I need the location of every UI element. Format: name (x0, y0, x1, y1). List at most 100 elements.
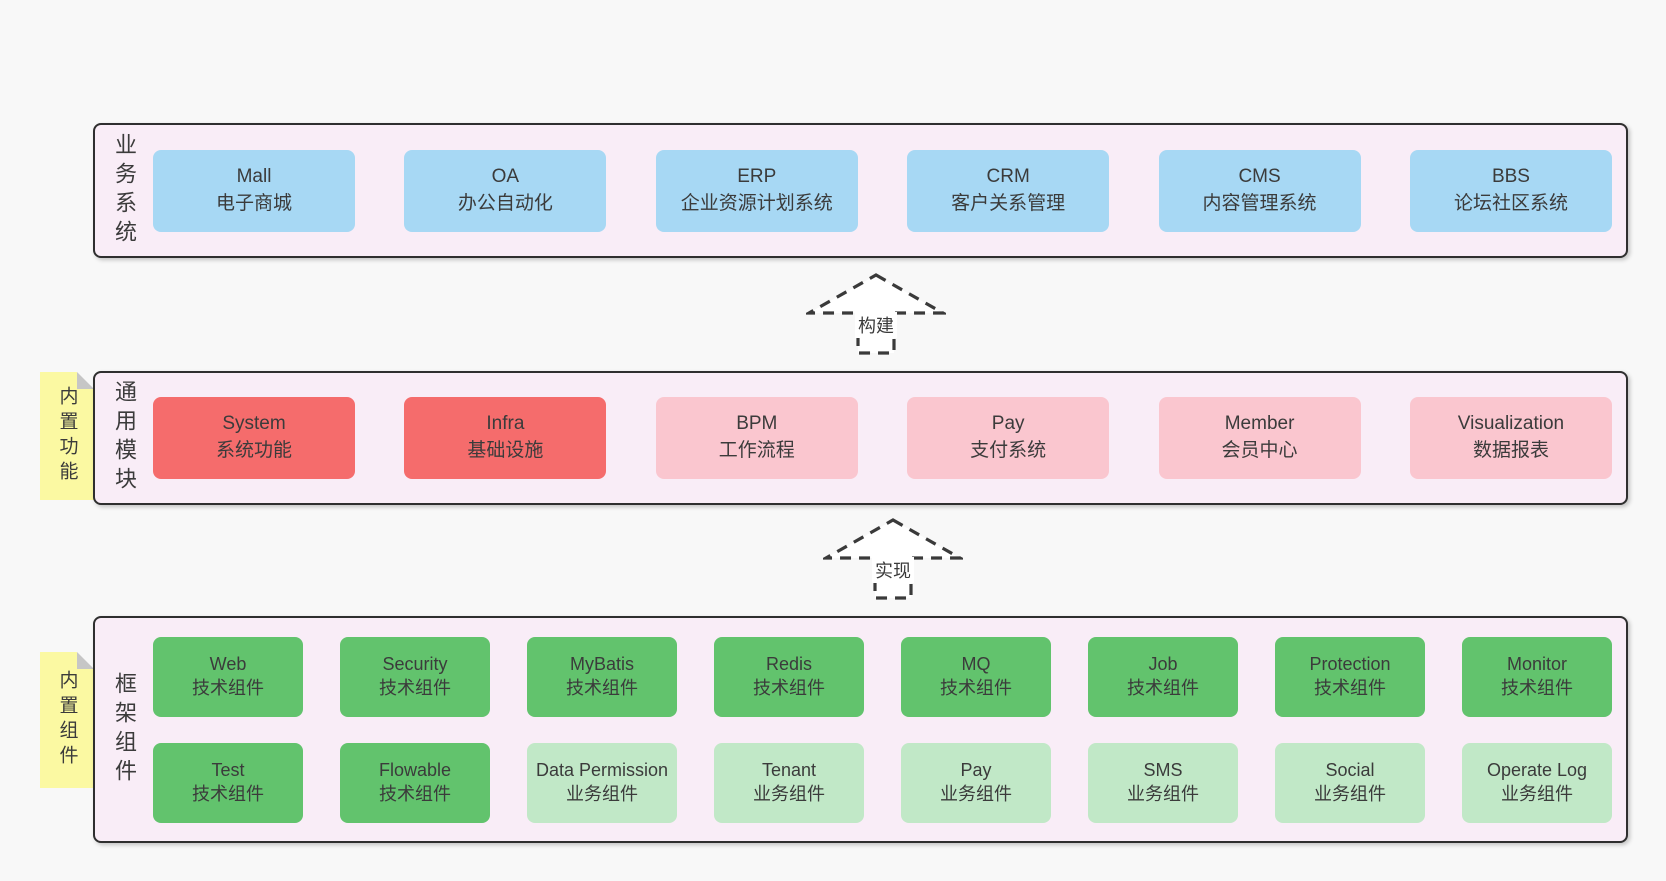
box-title: Test (211, 759, 245, 780)
box-subtitle: 论坛社区系统 (1453, 192, 1568, 214)
box-title: Monitor (1506, 653, 1568, 674)
box-mq: MQ 技术组件 (901, 636, 1051, 717)
box-title: Web (209, 653, 247, 674)
box-web: Web 技术组件 (153, 636, 303, 717)
box-title: Infra (486, 413, 525, 435)
box-erp: ERP 企业资源计划系统 (655, 149, 858, 232)
layer-label-common-modules: 通用模块 (112, 380, 137, 496)
implement-arrow: 实现 (823, 517, 963, 601)
box-subtitle: 技术组件 (753, 677, 825, 698)
box-subtitle: 技术组件 (379, 677, 451, 698)
box-subtitle: 技术组件 (566, 677, 638, 698)
box-subtitle: 客户关系管理 (951, 192, 1066, 214)
box-title: Protection (1309, 653, 1391, 674)
box-subtitle: 技术组件 (192, 783, 264, 804)
box-flowable: Flowable 技术组件 (340, 742, 490, 823)
sticky-note-label: 内置功能 (56, 386, 78, 486)
box-subtitle: 电子商城 (215, 192, 292, 214)
box-title: CMS (1238, 165, 1281, 187)
box-subtitle: 技术组件 (1501, 677, 1573, 698)
box-subtitle: 数据报表 (1472, 440, 1549, 461)
box-subtitle: 业务组件 (566, 783, 638, 804)
box-title: Redis (765, 653, 813, 674)
box-title: Pay (991, 413, 1025, 435)
box-subtitle: 技术组件 (192, 677, 264, 698)
box-cms: CMS 内容管理系统 (1158, 149, 1361, 232)
box-protection: Protection 技术组件 (1275, 636, 1425, 717)
box-mybatis: MyBatis 技术组件 (527, 636, 677, 717)
box-job: Job 技术组件 (1088, 636, 1238, 717)
box-title: BBS (1491, 165, 1530, 187)
box-redis: Redis 技术组件 (714, 636, 864, 717)
sticky-note-built-in-functions: 内置功能 (40, 372, 94, 500)
box-visualization: Visualization 数据报表 (1409, 397, 1612, 479)
box-title: Tenant (761, 759, 817, 780)
layer-label-business-systems: 业务系统 (112, 132, 137, 249)
box-subtitle: 业务组件 (1501, 783, 1573, 804)
box-bbs: BBS 论坛社区系统 (1409, 149, 1612, 232)
box-system: System 系统功能 (153, 397, 355, 479)
box-title: MQ (961, 653, 991, 674)
box-title: Security (382, 653, 448, 674)
box-title: CRM (986, 165, 1030, 187)
box-subtitle: 企业资源计划系统 (680, 192, 833, 214)
box-title: Social (1325, 759, 1375, 780)
box-subtitle: 技术组件 (379, 783, 451, 804)
framework-row-2: Test 技术组件 Flowable 技术组件 Data Permission … (153, 742, 1612, 823)
layer-common-modules: 通用模块 System 系统功能 Infra 基础设施 BPM 工作流程 Pay… (93, 371, 1628, 505)
box-subtitle: 业务组件 (1127, 783, 1199, 804)
box-subtitle: 业务组件 (753, 783, 825, 804)
box-infra: Infra 基础设施 (404, 397, 607, 479)
business-boxes-row: Mall 电子商城 OA 办公自动化 ERP 企业资源计划系统 CRM 客户关系… (153, 125, 1626, 256)
box-title: MyBatis (569, 653, 634, 674)
box-sms: SMS 业务组件 (1088, 742, 1238, 823)
box-oa: OA 办公自动化 (404, 149, 607, 232)
box-tenant: Tenant 业务组件 (714, 742, 864, 823)
box-subtitle: 技术组件 (940, 677, 1012, 698)
box-monitor: Monitor 技术组件 (1462, 636, 1612, 717)
box-title: Job (1148, 653, 1178, 674)
box-title: ERP (737, 165, 777, 187)
framework-boxes-grid: Web 技术组件 Security 技术组件 MyBatis 技术组件 Redi… (153, 618, 1626, 841)
box-subtitle: 技术组件 (1127, 677, 1199, 698)
box-subtitle: 技术组件 (1314, 677, 1386, 698)
layer-label-framework-components: 框架组件 (112, 671, 137, 788)
box-title: Flowable (378, 759, 452, 780)
box-title: Mall (236, 165, 272, 187)
modules-boxes-row: System 系统功能 Infra 基础设施 BPM 工作流程 Pay 支付系统… (153, 373, 1626, 503)
box-title: OA (491, 165, 520, 187)
box-subtitle: 办公自动化 (457, 192, 553, 214)
box-crm: CRM 客户关系管理 (907, 149, 1110, 232)
box-subtitle: 系统功能 (215, 440, 292, 461)
sticky-note-built-in-components: 内置组件 (40, 652, 94, 788)
box-title: SMS (1143, 759, 1183, 780)
build-arrow: 构建 (806, 272, 946, 356)
box-member: Member 会员中心 (1158, 397, 1361, 479)
box-title: Member (1224, 413, 1295, 435)
build-arrow-label: 构建 (855, 312, 897, 338)
box-title: Pay (960, 759, 992, 780)
layer-framework-components: 框架组件 Web 技术组件 Security 技术组件 MyBatis 技术组件… (93, 616, 1628, 843)
box-bpm: BPM 工作流程 (655, 397, 858, 479)
box-data-permission: Data Permission 业务组件 (527, 742, 677, 823)
box-pay-component: Pay 业务组件 (901, 742, 1051, 823)
box-security: Security 技术组件 (340, 636, 490, 717)
box-pay-module: Pay 支付系统 (907, 397, 1110, 479)
box-title: Operate Log (1486, 759, 1588, 780)
box-title: Data Permission (535, 759, 669, 780)
box-social: Social 业务组件 (1275, 742, 1425, 823)
box-mall: Mall 电子商城 (153, 149, 355, 232)
layer-business-systems: 业务系统 Mall 电子商城 OA 办公自动化 ERP 企业资源计划系统 CRM… (93, 123, 1628, 258)
box-title: Visualization (1457, 413, 1565, 435)
sticky-note-label: 内置组件 (56, 670, 78, 770)
box-subtitle: 业务组件 (940, 783, 1012, 804)
box-title: System (222, 413, 286, 435)
box-subtitle: 支付系统 (970, 440, 1047, 461)
box-subtitle: 工作流程 (718, 440, 795, 461)
box-subtitle: 内容管理系统 (1202, 192, 1317, 214)
box-subtitle: 基础设施 (467, 440, 544, 461)
box-operate-log: Operate Log 业务组件 (1462, 742, 1612, 823)
box-subtitle: 会员中心 (1221, 440, 1298, 461)
box-title: BPM (736, 413, 778, 435)
